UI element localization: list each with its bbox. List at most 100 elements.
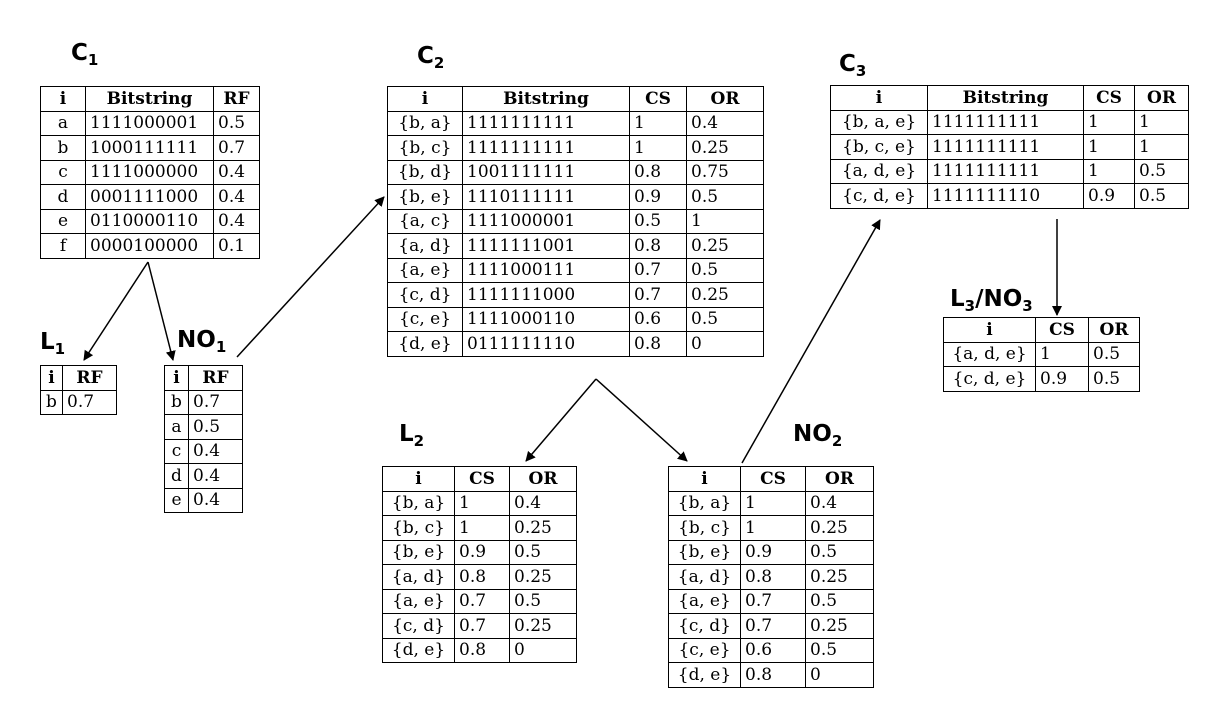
table-cell: {d, e}: [668, 662, 741, 688]
table-cell: 1111111111: [927, 134, 1084, 160]
table-cell: c: [40, 159, 86, 185]
table-cell: {c, d}: [382, 613, 455, 639]
table-cell: {b, e}: [382, 539, 455, 565]
table-cell: {c, e}: [668, 637, 741, 663]
table-cell: {d, e}: [387, 331, 463, 357]
table-cell: {b, a}: [387, 110, 463, 136]
table-cell: 0.4: [686, 110, 764, 136]
table-cell: {a, d, e}: [830, 158, 928, 184]
column-header: RF: [213, 86, 260, 112]
table-cell: 1: [1134, 134, 1189, 160]
table-cell: 0.7: [740, 588, 806, 614]
column-header: OR: [1134, 85, 1189, 111]
label-no1: NO1: [177, 327, 227, 356]
table-cell: 0.5: [805, 539, 874, 565]
table-cell: 0.8: [629, 331, 687, 357]
table-cell: 0.5: [686, 184, 764, 210]
table-cell: e: [40, 208, 86, 234]
table-cell: 0.8: [629, 233, 687, 259]
table-cell: 0111111110: [462, 331, 630, 357]
table-cell: 0000100000: [85, 233, 214, 259]
column-header: Bitstring: [927, 85, 1084, 111]
table-cell: 0.8: [740, 564, 806, 590]
table-cell: {a, c}: [387, 208, 463, 234]
table-cell: b: [40, 135, 86, 161]
table-cell: 0.9: [740, 539, 806, 565]
table-cell: 0.25: [686, 282, 764, 308]
column-header: i: [943, 317, 1036, 343]
table-cell: {c, d}: [387, 282, 463, 308]
table-cell: 1: [454, 515, 510, 541]
table-cell: 0.25: [686, 135, 764, 161]
table-cell: 0.25: [805, 613, 874, 639]
table-cell: 0.7: [454, 588, 510, 614]
table-cell: 0001111000: [85, 184, 214, 210]
table-cell: 1: [629, 110, 687, 136]
column-header: i: [40, 86, 86, 112]
table-cell: {d, e}: [382, 637, 455, 663]
table-cell: {b, d}: [387, 159, 463, 185]
table-cell: 1110111111: [462, 184, 630, 210]
column-header: Bitstring: [462, 86, 630, 112]
column-header: CS: [1083, 85, 1135, 111]
table-cell: {b, a}: [382, 490, 455, 516]
table-cell: 0.7: [454, 613, 510, 639]
column-header: i: [382, 466, 455, 492]
table-cell: 0.5: [686, 306, 764, 332]
column-header: OR: [509, 466, 577, 492]
table-cell: 0.25: [509, 564, 577, 590]
table-cell: 0.5: [188, 414, 243, 440]
table-cell: 0.7: [62, 389, 117, 415]
table-cell: 0.4: [188, 463, 243, 489]
table-cell: 0.4: [213, 159, 260, 185]
table-cell: 0.4: [213, 184, 260, 210]
table-cell: 1111111111: [927, 158, 1084, 184]
table-cell: 0.6: [629, 306, 687, 332]
table-cell: {a, d}: [382, 564, 455, 590]
table-cell: 0.4: [213, 208, 260, 234]
table-cell: 0110000110: [85, 208, 214, 234]
table-cell: 0.8: [740, 662, 806, 688]
table-cell: 0.9: [1035, 366, 1089, 392]
column-header: OR: [686, 86, 764, 112]
table-cell: f: [40, 233, 86, 259]
table-cell: 0.25: [509, 515, 577, 541]
table-cell: b: [40, 389, 63, 415]
table-cell: {b, a, e}: [830, 109, 928, 135]
table-cell: 1: [740, 515, 806, 541]
table-cell: 0.5: [1088, 366, 1140, 392]
